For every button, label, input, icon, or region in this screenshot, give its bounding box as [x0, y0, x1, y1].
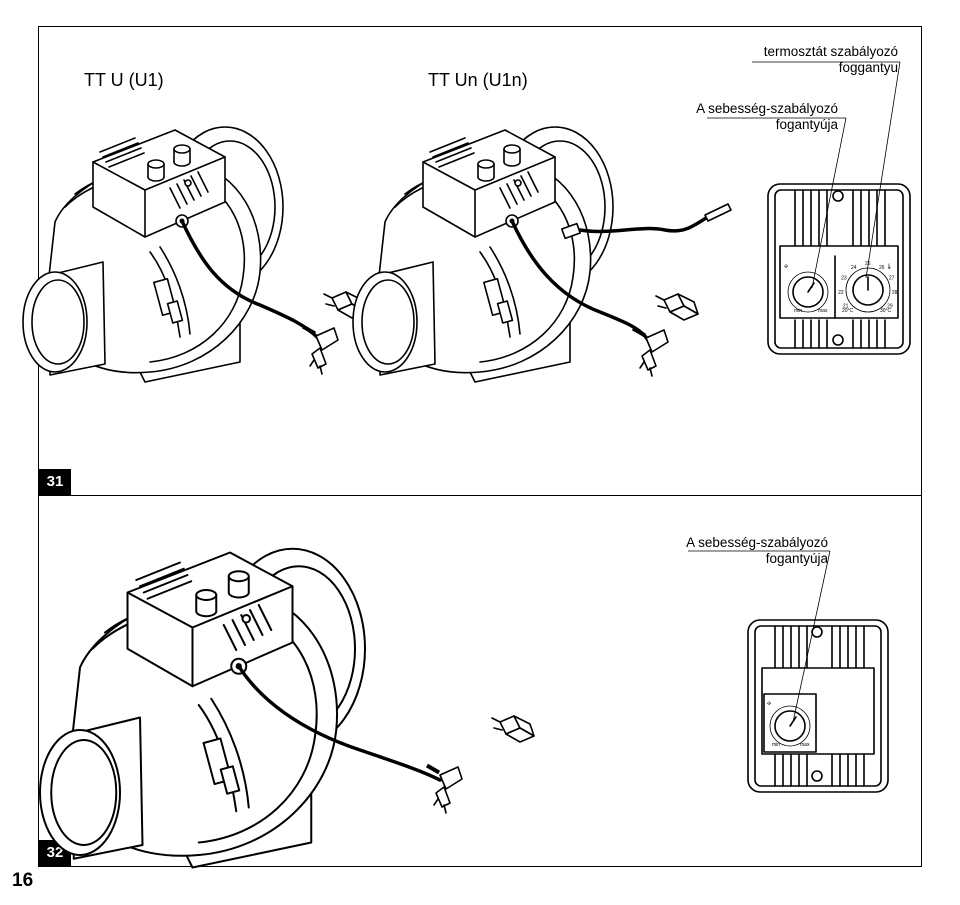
callout-thermostat: termosztát szabályozó foggantyu — [764, 44, 898, 76]
thermo-low-label: 20°C — [842, 308, 854, 314]
control-panel-dual: min max ✣ 20°C 30°C 🌡 — [767, 183, 911, 355]
dual-panel-min-label: min — [794, 308, 802, 314]
thermo-high-label: 30°C — [880, 308, 892, 314]
callout-speed-32-line1: A sebesség-szabályozó — [686, 535, 828, 550]
thermo-tick-label: 22 — [838, 290, 844, 296]
callout-speed-32: A sebesség-szabályozó fogantyúja — [686, 535, 828, 567]
thermo-tick-label: 21 — [843, 304, 849, 310]
fan-symbol-icon-2: ✣ — [767, 701, 771, 707]
thermo-tick-label: 23 — [841, 276, 847, 282]
single-panel-max-label: max — [800, 742, 810, 748]
callout-leaders-31 — [707, 61, 901, 289]
thermo-tick-label: 28 — [892, 290, 898, 296]
callout-speed-31: A sebesség-szabályozó fogantyúja — [696, 101, 838, 133]
title-tt-un: TT Un (U1n) — [428, 70, 528, 90]
fan-tt-u-illustration — [22, 126, 367, 383]
fan-fig32-illustration — [39, 547, 366, 869]
callout-speed-32-line2: fogantyúja — [765, 551, 828, 566]
thermo-tick-label: 27 — [889, 276, 895, 282]
callout-speed-31-line2: fogantyúja — [775, 117, 838, 132]
figure-number-31: 31 — [39, 469, 71, 495]
page-number: 16 — [12, 870, 34, 891]
figure-32-frame: 32 — [38, 495, 922, 867]
thermo-tick-label: 29 — [887, 304, 893, 310]
thermo-tick-label: 26 — [879, 265, 885, 271]
thermo-tick-label: 25 — [865, 261, 871, 267]
title-tt-u: TT U (U1) — [84, 70, 164, 90]
fig32-cable — [236, 663, 442, 782]
callout-leaders-32 — [688, 550, 831, 723]
dual-panel-max-label: max — [818, 308, 828, 314]
fan-tt-un-illustration — [352, 126, 732, 383]
control-panel-single: min max ✣ — [747, 619, 889, 793]
callout-thermostat-line2: foggantyu — [838, 60, 898, 75]
callout-speed-31-line1: A sebesség-szabályozó — [696, 101, 838, 116]
thermometer-icon: 🌡 — [886, 263, 892, 270]
single-panel-min-label: min — [772, 742, 780, 748]
callout-thermostat-line1: termosztát szabályozó — [763, 44, 898, 59]
thermo-tick-label: 24 — [851, 265, 857, 271]
fan-symbol-icon: ✣ — [784, 264, 788, 270]
